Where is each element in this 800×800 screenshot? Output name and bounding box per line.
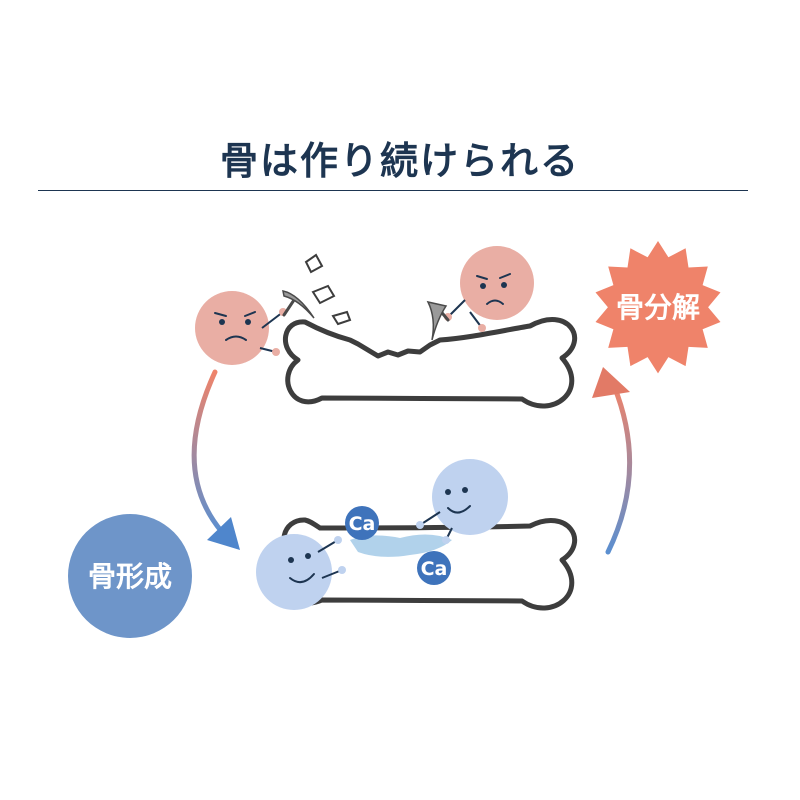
calcium-label-lower: Ca	[421, 558, 448, 580]
pickaxe-left-icon	[282, 290, 315, 319]
calcium-circle-lower: Ca	[417, 551, 451, 585]
resorption-badge: 骨分解	[595, 241, 721, 374]
osteoblast-right	[416, 459, 508, 544]
resorption-label: 骨分解	[616, 291, 700, 324]
osteoclast-right	[444, 246, 534, 332]
calcium-circle-upper: Ca	[345, 506, 379, 540]
cycle-arrow-up	[592, 367, 633, 555]
osteoblast-left	[256, 534, 346, 610]
title-divider	[38, 190, 748, 191]
formation-label: 骨形成	[88, 560, 172, 593]
pickaxe-right-icon	[426, 300, 450, 341]
page-title: 骨は作り続けられる	[219, 139, 580, 183]
bone-top	[282, 317, 577, 409]
cycle-arrow-down	[191, 369, 240, 550]
new-bone-material	[350, 534, 452, 557]
osteoclast-left	[195, 291, 287, 365]
bone-fragments	[304, 253, 352, 326]
calcium-label-upper: Ca	[349, 513, 376, 535]
formation-badge: 骨形成	[68, 514, 192, 638]
